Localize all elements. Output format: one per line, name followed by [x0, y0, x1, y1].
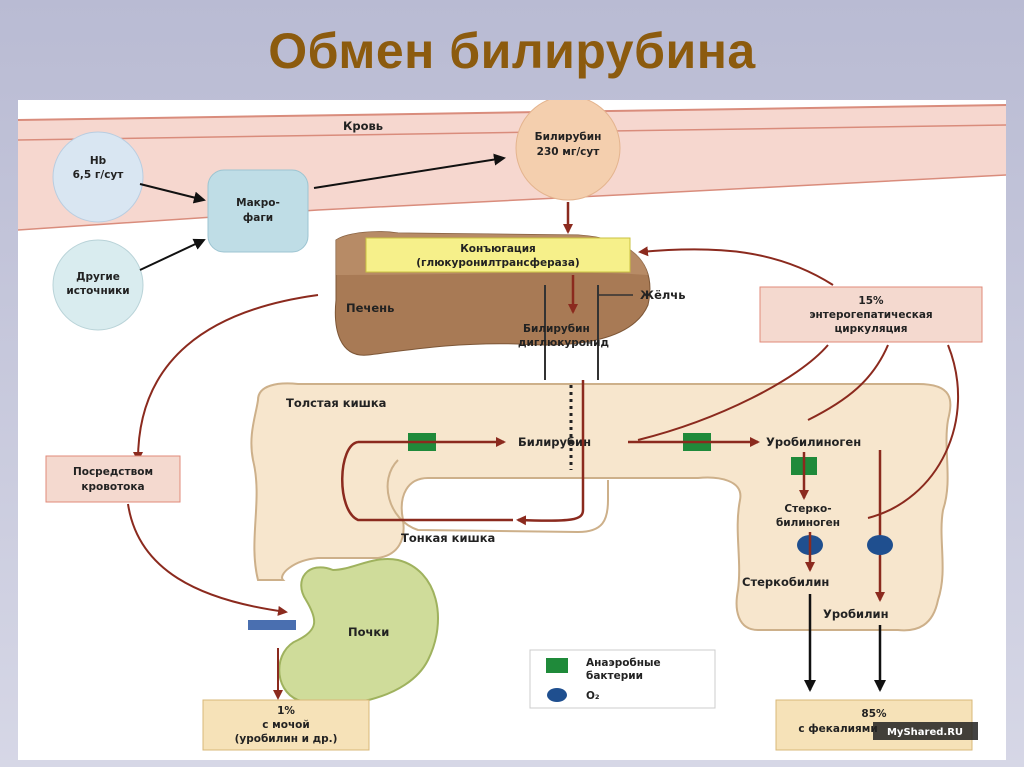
small-intestine-loop-arrow	[341, 440, 513, 522]
stercobilinogen-label-1: Стерко-	[784, 503, 831, 515]
legend: Анаэробные бактерии O₂	[529, 649, 716, 709]
conjugation-label-2: (глюкуронилтрансфераза)	[416, 257, 579, 269]
colon-label: Толстая кишка	[286, 396, 386, 410]
bilirubin-blood: Билирубин 230 мг/сут	[515, 95, 621, 201]
bloodstream-to-kidney-arrow	[127, 503, 288, 616]
legend-oxygen-label: O₂	[586, 690, 600, 702]
enterohepatic-label-3: циркуляция	[835, 323, 908, 335]
bilirubin-blood-amount: 230 мг/сут	[537, 146, 601, 158]
small-intestine-label: Тонкая кишка	[401, 531, 495, 545]
hb-to-macrophage-arrow	[139, 183, 206, 204]
bilirubin-blood-label: Билирубин	[535, 131, 602, 143]
conjugation-label-1: Конъюгация	[460, 243, 536, 255]
legend-bacteria-label-1: Анаэробные	[586, 657, 661, 669]
diglucuronide-label-1: Билирубин	[523, 323, 590, 335]
enterohepatic-return-arrow	[638, 246, 834, 286]
diglucuronide-to-small-intestine-arrow	[516, 380, 585, 526]
urobilin-label: Уробилин	[823, 607, 889, 621]
urine-box: 1% с мочой (уробилин и др.)	[202, 699, 370, 751]
bloodstream-box: Посредством кровотока	[45, 455, 181, 503]
legend-oxygen-swatch	[547, 688, 567, 702]
enterohepatic-label-1: 15%	[858, 295, 884, 307]
other-sources-label-1: Другие	[76, 271, 120, 283]
diglucuronide-label-2: диглюкуронид	[518, 337, 609, 349]
urobilinogen-label: Уробилиноген	[766, 435, 861, 449]
watermark-text: MyShared.RU	[887, 727, 963, 738]
small-intestine-loop	[386, 459, 609, 534]
bilirubin-diagram: Кровь Hb 6,5 г/сут Другие источники Макр…	[17, 95, 1007, 760]
conjugation-box: Конъюгация (глюкуронилтрансфераза)	[365, 237, 631, 273]
feces-label-1: 85%	[861, 708, 887, 720]
blood-vessel	[17, 104, 1007, 231]
liver-to-bloodstream-arrow	[133, 294, 319, 462]
bile-label: Жёлчь	[640, 288, 685, 302]
renal-vessel	[248, 620, 296, 630]
macrophage-to-bilirubin-arrow	[313, 153, 506, 189]
hb-label: Hb	[90, 155, 107, 167]
blood-label: Кровь	[343, 119, 383, 133]
legend-bacteria-label-2: бактерии	[586, 670, 643, 682]
urine-label-1: 1%	[277, 705, 295, 717]
other-sources-label-2: источники	[66, 285, 129, 297]
enterohepatic-label-2: энтерогепатическая	[809, 309, 932, 321]
macrophages: Макро- фаги	[207, 169, 309, 253]
enterohepatic-curve-1	[637, 344, 829, 441]
hb-amount: 6,5 г/сут	[73, 169, 125, 181]
stercobilinogen-label-2: билиноген	[776, 517, 840, 529]
other-to-macrophage-arrow	[139, 238, 206, 271]
urine-label-2: с мочой	[262, 719, 309, 731]
gut-bilirubin-label: Билирубин	[518, 435, 591, 449]
watermark: MyShared.RU	[873, 722, 978, 740]
legend-bacteria-swatch	[546, 658, 568, 673]
enterohepatic-curve-2	[807, 344, 889, 421]
feces-label-2: с фекалиями	[798, 723, 877, 735]
macrophages-label-2: фаги	[243, 212, 273, 224]
other-sources: Другие источники	[52, 239, 144, 331]
hb-source: Hb 6,5 г/сут	[52, 131, 144, 223]
oxygen-marker-2	[867, 535, 893, 555]
enterohepatic-curve-3	[867, 344, 959, 519]
kidney-label: Почки	[348, 625, 389, 639]
liver-label: Печень	[346, 301, 394, 315]
urine-label-3: (уробилин и др.)	[235, 733, 338, 745]
bloodstream-label-1: Посредством	[73, 466, 153, 478]
enterohepatic-box: 15% энтерогепатическая циркуляция	[759, 286, 983, 343]
slide-title: Обмен билирубина	[268, 23, 756, 79]
macrophages-label-1: Макро-	[236, 197, 280, 209]
stercobilin-label: Стеркобилин	[742, 575, 829, 589]
bloodstream-label-2: кровотока	[81, 481, 144, 493]
